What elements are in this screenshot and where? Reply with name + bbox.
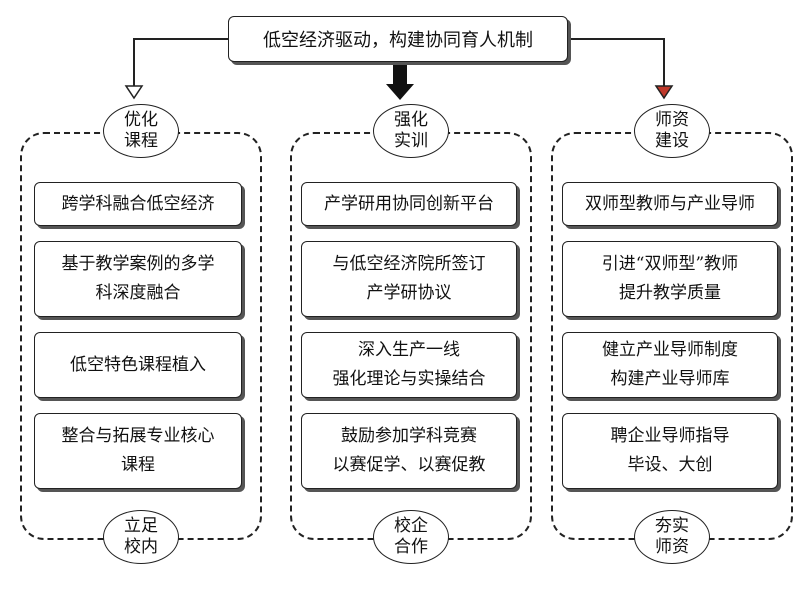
item-box-faculty-2: 引进“双师型”教师提升教学质量 — [562, 241, 778, 317]
item-box-faculty-1: 双师型教师与产业导师 — [562, 182, 778, 226]
item-text-line: 提升教学质量 — [619, 283, 721, 303]
item-box-course-4: 整合与拓展专业核心课程 — [34, 413, 242, 489]
item-text-line: 强化理论与实操结合 — [332, 369, 486, 389]
column-top-label-course-line: 优化 — [124, 110, 158, 130]
column-top-label-course: 优化课程 — [103, 104, 179, 158]
arrow-to-middle-column-shaft — [393, 62, 407, 84]
column-bottom-label-course: 立足校内 — [103, 510, 179, 564]
item-box-training-4: 鼓励参加学科竞赛以赛促学、以赛促教 — [301, 413, 517, 489]
column-top-label-course-line: 课程 — [124, 131, 158, 151]
item-text-line: 跨学科融合低空经济 — [61, 193, 215, 214]
item-text-line: 毕设、大创 — [627, 455, 713, 475]
arrowhead-right — [654, 85, 674, 100]
item-text-line: 构建产业导师库 — [610, 369, 730, 389]
arrowhead-middle — [386, 84, 414, 100]
item-text-line: 产学研用协同创新平台 — [324, 193, 494, 214]
item-box-course-1: 跨学科融合低空经济 — [34, 182, 242, 226]
column-top-label-faculty-line: 建设 — [655, 131, 689, 151]
arrowhead-left — [124, 85, 144, 100]
item-box-training-1: 产学研用协同创新平台 — [301, 182, 517, 226]
arrow-to-left-column — [133, 38, 228, 88]
item-text-line: 健立产业导师制度 — [602, 340, 738, 360]
item-text-line: 双师型教师与产业导师 — [585, 193, 755, 214]
diagram-title: 低空经济驱动，构建协同育人机制 — [228, 16, 568, 62]
column-top-label-training: 强化实训 — [373, 104, 449, 158]
item-text-line: 引进“双师型”教师 — [601, 254, 739, 274]
column-bottom-label-training-line: 合作 — [394, 537, 428, 557]
item-text-line: 整合与拓展专业核心 — [61, 426, 215, 446]
item-box-faculty-3: 健立产业导师制度构建产业导师库 — [562, 332, 778, 398]
item-text-line: 深入生产一线 — [358, 340, 460, 360]
column-bottom-label-faculty-line: 夯实 — [655, 516, 689, 536]
item-box-course-2: 基于教学案例的多学科深度融合 — [34, 241, 242, 317]
item-text-line: 科深度融合 — [95, 283, 181, 303]
item-box-training-2: 与低空经济院所签订产学研协议 — [301, 241, 517, 317]
column-bottom-label-faculty: 夯实师资 — [634, 510, 710, 564]
column-bottom-label-course-line: 校内 — [124, 537, 158, 557]
item-text-line: 课程 — [121, 455, 155, 475]
item-box-course-3: 低空特色课程植入 — [34, 332, 242, 398]
column-bottom-label-faculty-line: 师资 — [655, 537, 689, 557]
column-top-label-faculty-line: 师资 — [655, 110, 689, 130]
item-text-line: 低空特色课程植入 — [70, 354, 206, 375]
item-box-training-3: 深入生产一线强化理论与实操结合 — [301, 332, 517, 398]
column-top-label-faculty: 师资建设 — [634, 104, 710, 158]
column-bottom-label-training-line: 校企 — [394, 516, 428, 536]
column-bottom-label-training: 校企合作 — [373, 510, 449, 564]
item-text-line: 以赛促学、以赛促教 — [332, 455, 486, 475]
item-text-line: 与低空经济院所签订 — [332, 254, 486, 274]
item-text-line: 产学研协议 — [366, 283, 452, 303]
arrow-to-right-column — [568, 38, 665, 88]
item-text-line: 鼓励参加学科竞赛 — [341, 426, 477, 446]
item-box-faculty-4: 聘企业导师指导毕设、大创 — [562, 413, 778, 489]
column-top-label-training-line: 强化 — [394, 110, 428, 130]
column-top-label-training-line: 实训 — [394, 131, 428, 151]
column-bottom-label-course-line: 立足 — [124, 516, 158, 536]
item-text-line: 聘企业导师指导 — [610, 426, 730, 446]
item-text-line: 基于教学案例的多学 — [61, 254, 215, 274]
